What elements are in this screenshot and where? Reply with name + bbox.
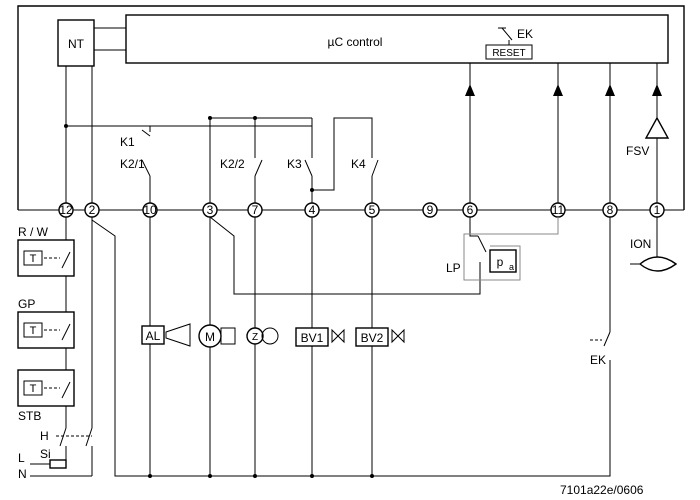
fsv-label: FSV <box>626 144 649 158</box>
nt-power-supply: NT <box>57 19 126 67</box>
terminal-4: 4 <box>309 203 316 217</box>
fsv-amplifier: FSV <box>626 116 670 210</box>
bv2-valve <box>355 327 389 347</box>
terminal-9: 9 <box>427 203 434 217</box>
svg-text:EK: EK <box>590 353 606 367</box>
k21-label: K2/1 <box>120 157 145 171</box>
reset-label: RESET <box>492 48 525 59</box>
ek2-reset-button: EK <box>590 217 611 367</box>
svg-text:a: a <box>509 262 514 272</box>
k4-label: K4 <box>351 157 366 171</box>
si-label: Si <box>40 447 51 461</box>
terminal-3: 3 <box>207 203 214 217</box>
lp-label: LP <box>446 261 461 275</box>
uc-inputs <box>465 63 662 210</box>
h-label: H <box>40 429 49 443</box>
svg-text:T: T <box>30 383 37 395</box>
terminal-8: 8 <box>607 203 614 217</box>
svg-text:T: T <box>30 325 37 337</box>
nt-label: NT <box>68 37 85 51</box>
fuse <box>49 459 67 469</box>
uc-control-label: µC control <box>328 35 383 49</box>
terminal-12: 12 <box>59 203 73 217</box>
svg-text:M: M <box>205 330 215 344</box>
svg-text:BV2: BV2 <box>361 331 384 345</box>
ion-label: ION <box>630 237 651 251</box>
internal-contacts: K1 K2/1 K2/2 K3 K4 <box>64 66 379 210</box>
svg-text:BV1: BV1 <box>301 331 324 345</box>
neutral-wire <box>91 219 611 477</box>
loads: AL M Z BV1 BV2 <box>141 217 405 476</box>
svg-text:AL: AL <box>146 329 161 343</box>
terminal-11: 11 <box>552 203 565 217</box>
terminal-2: 2 <box>89 203 96 217</box>
ek-label: EK <box>517 27 533 41</box>
n-label: N <box>18 467 27 481</box>
stb-label: STB <box>18 409 41 423</box>
alarm-horn-icon <box>165 323 191 347</box>
terminal-10: 10 <box>143 203 157 217</box>
gp-label: GP <box>18 297 35 311</box>
k1-label: K1 <box>120 135 135 149</box>
terminal-1: 1 <box>654 203 661 217</box>
terminal-7: 7 <box>252 203 259 217</box>
rw-label: R / W <box>18 225 49 239</box>
alarm-device <box>141 325 165 345</box>
safety-chain: R / W T GP T T STB H Si L N <box>17 217 93 481</box>
k22-label: K2/2 <box>220 157 245 171</box>
document-id: 7101a22e/0606 <box>560 483 644 497</box>
terminal-5: 5 <box>369 203 376 217</box>
terminal-6: 6 <box>467 203 474 217</box>
microcontroller-block: µC control RESET EK <box>125 14 669 64</box>
svg-text:Z: Z <box>252 332 258 343</box>
svg-text:T: T <box>30 253 37 265</box>
l-label: L <box>18 451 25 465</box>
ion-probe: ION <box>630 217 678 272</box>
k3-label: K3 <box>287 157 302 171</box>
ek-contact-symbol <box>501 27 513 41</box>
ignition-device <box>246 327 264 345</box>
terminal-block: 12 2 10 3 7 4 5 9 6 11 8 1 <box>58 202 665 218</box>
lp-air-pressure-switch: p a LP <box>209 216 559 295</box>
bv1-valve <box>295 327 329 347</box>
svg-text:p: p <box>497 255 504 269</box>
